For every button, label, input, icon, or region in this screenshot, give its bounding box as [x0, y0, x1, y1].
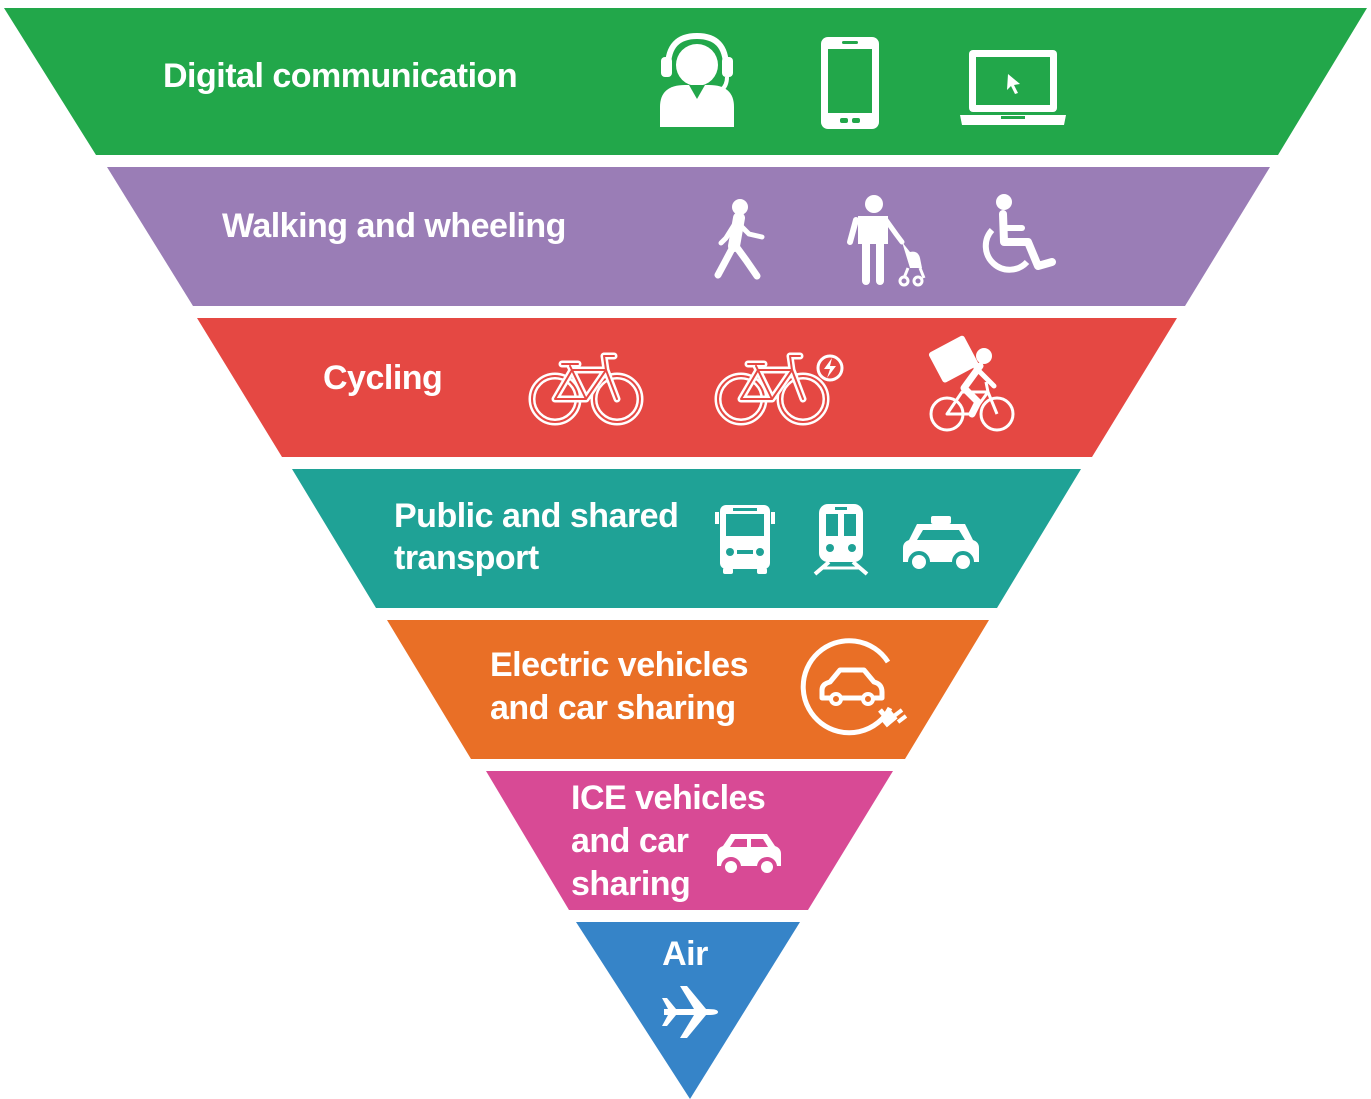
- tier-label-line: Electric vehicles: [490, 646, 748, 684]
- tier-walking-and-wheeling: Walking and wheeling: [107, 167, 1270, 306]
- tier-label-line: sharing: [571, 865, 690, 903]
- tier-label: Air: [662, 935, 708, 973]
- tier-label: ICE vehicles and car sharing: [571, 779, 774, 903]
- tier-label: Walking and wheeling: [222, 207, 566, 245]
- bicycle-icon: [528, 352, 644, 426]
- pedestrian-icon: [714, 199, 765, 280]
- laptop-icon: [960, 50, 1066, 125]
- tier-label: Electric vehicles and car sharing: [490, 646, 757, 727]
- electric-car-plug-icon: [800, 638, 908, 736]
- tier-label: Digital communication: [163, 57, 517, 95]
- taxi-sign-text: TAXI: [929, 540, 953, 550]
- tier-ice-vehicles-and-car-sharing: ICE vehicles and car sharing: [486, 771, 893, 910]
- tier-band: [486, 771, 893, 910]
- taxi-icon: TAXI: [903, 516, 979, 573]
- tier-label-line: and car sharing: [490, 689, 736, 727]
- person-with-pushchair-icon: [847, 195, 926, 287]
- train-icon: [813, 504, 869, 576]
- tier-band: [292, 469, 1081, 608]
- tier-label-line: ICE vehicles: [571, 779, 765, 817]
- tier-label-line: transport: [394, 539, 539, 577]
- tier-band: [107, 167, 1270, 306]
- tier-cycling: Cycling: [197, 318, 1177, 457]
- headset-person-icon: [660, 32, 734, 127]
- wheelchair-icon: [982, 194, 1056, 273]
- tier-electric-vehicles-and-car-sharing: Electric vehicles and car sharing: [387, 620, 989, 759]
- tier-digital-communication: Digital communication: [4, 8, 1367, 155]
- airplane-icon: [662, 986, 718, 1038]
- tier-public-and-shared-transport: Public and shared transport: [292, 469, 1081, 608]
- tier-label: Public and shared transport: [394, 497, 687, 577]
- tier-air: Air: [576, 922, 800, 1099]
- tier-band: [387, 620, 989, 759]
- tier-label-line: Public and shared: [394, 497, 678, 535]
- smartphone-icon: [821, 37, 879, 129]
- car-icon: [717, 834, 781, 877]
- tier-label: Cycling: [323, 359, 442, 397]
- electric-bicycle-icon: [714, 352, 844, 426]
- tier-label-line: and car: [571, 822, 689, 860]
- bus-icon: [715, 505, 775, 574]
- delivery-cyclist-icon: [928, 335, 1015, 432]
